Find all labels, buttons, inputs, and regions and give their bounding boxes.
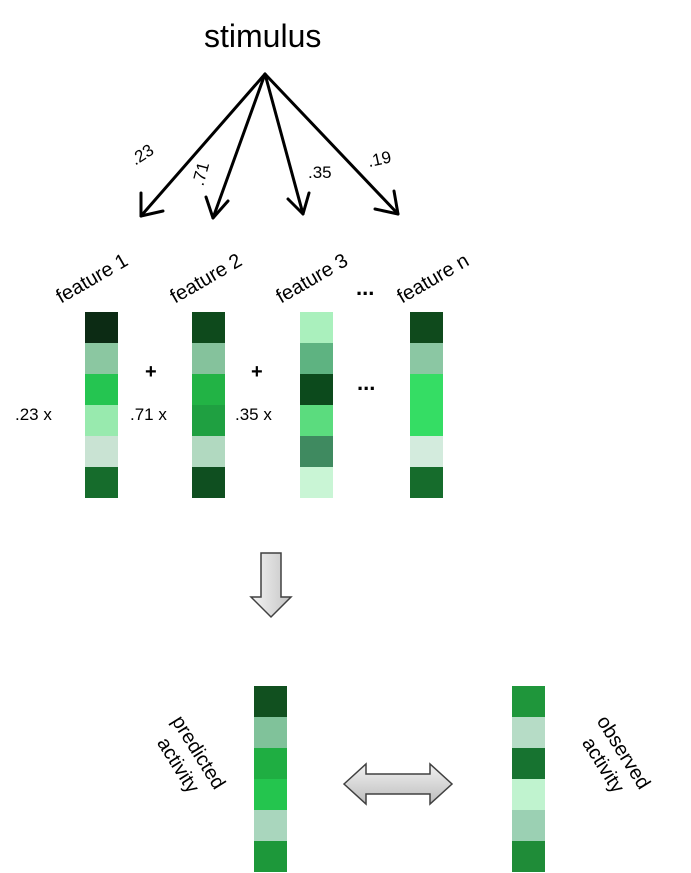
plus-operator-1: + bbox=[145, 361, 157, 383]
coefficient-label-1: .23 x bbox=[15, 405, 52, 424]
vector-cell-6 bbox=[300, 467, 333, 498]
vector-cell-3 bbox=[512, 748, 545, 779]
vector-cell-2 bbox=[300, 343, 333, 374]
feature-vector-3 bbox=[300, 312, 333, 498]
vector-cell-6 bbox=[85, 467, 118, 498]
vector-cell-3 bbox=[254, 748, 287, 779]
vector-cell-3 bbox=[192, 374, 225, 405]
vector-cell-2 bbox=[85, 343, 118, 374]
vector-cell-5 bbox=[254, 810, 287, 841]
stimulus-label: stimulus bbox=[204, 18, 322, 54]
predicted-activity-vector bbox=[254, 686, 287, 872]
vector-cell-5 bbox=[410, 436, 443, 467]
weight-arrow-2 bbox=[204, 72, 267, 220]
vector-cell-2 bbox=[192, 343, 225, 374]
weight-arrow-3 bbox=[263, 72, 311, 216]
vector-cell-4 bbox=[512, 779, 545, 810]
vector-cell-2 bbox=[254, 717, 287, 748]
vector-cell-5 bbox=[192, 436, 225, 467]
vector-cell-6 bbox=[192, 467, 225, 498]
vector-cell-3 bbox=[85, 374, 118, 405]
observed-activity-vector bbox=[512, 686, 545, 872]
plus-operator-2: + bbox=[251, 361, 263, 383]
vector-cell-4 bbox=[192, 405, 225, 436]
down-block-arrow bbox=[249, 552, 293, 619]
feature-vector-2 bbox=[192, 312, 225, 498]
feature-vector-1 bbox=[85, 312, 118, 498]
feature-vector-n bbox=[410, 312, 443, 498]
vector-ellipsis: ... bbox=[357, 370, 376, 395]
vector-cell-2 bbox=[410, 343, 443, 374]
vector-cell-4 bbox=[410, 405, 443, 436]
weight-arrow-n bbox=[263, 72, 400, 216]
vector-cell-3 bbox=[300, 374, 333, 405]
coefficient-label-2: .71 x bbox=[130, 405, 167, 424]
vector-cell-4 bbox=[85, 405, 118, 436]
vector-cell-6 bbox=[512, 841, 545, 872]
vector-cell-5 bbox=[300, 436, 333, 467]
compare-double-arrow bbox=[342, 762, 454, 806]
feature-ellipsis: ... bbox=[356, 275, 375, 300]
vector-cell-1 bbox=[410, 312, 443, 343]
vector-cell-1 bbox=[85, 312, 118, 343]
vector-cell-6 bbox=[410, 467, 443, 498]
vector-cell-2 bbox=[512, 717, 545, 748]
coefficient-label-3: .35 x bbox=[235, 405, 272, 424]
vector-cell-1 bbox=[300, 312, 333, 343]
vector-cell-1 bbox=[254, 686, 287, 717]
vector-cell-1 bbox=[192, 312, 225, 343]
vector-cell-4 bbox=[300, 405, 333, 436]
weight-label-3: .35 bbox=[308, 163, 332, 182]
vector-cell-1 bbox=[512, 686, 545, 717]
vector-cell-6 bbox=[254, 841, 287, 872]
vector-cell-3 bbox=[410, 374, 443, 405]
vector-cell-5 bbox=[512, 810, 545, 841]
weight-arrow-1 bbox=[139, 72, 267, 218]
vector-cell-5 bbox=[85, 436, 118, 467]
vector-cell-4 bbox=[254, 779, 287, 810]
